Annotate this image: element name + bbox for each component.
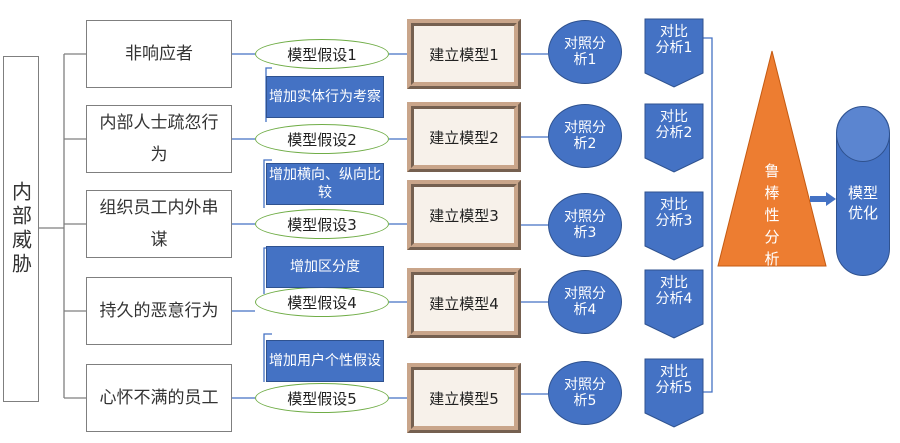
comparison-analysis-1: 对比分析1 bbox=[644, 18, 704, 88]
hypothesis-1: 模型假设1 bbox=[255, 39, 389, 69]
hypothesis-5: 模型假设5 bbox=[255, 383, 389, 413]
pentagon-shape bbox=[644, 358, 704, 428]
category-collusion: 组织员工内外串谋 bbox=[86, 190, 232, 258]
pentagon-shape bbox=[644, 269, 704, 339]
control-analysis-3: 对照分析3 bbox=[548, 193, 622, 257]
category-non-responder: 非响应者 bbox=[86, 20, 232, 88]
build-model-3: 建立模型3 bbox=[407, 180, 521, 250]
improvement-user-personality: 增加用户个性假设 bbox=[266, 340, 384, 382]
arrow-right-icon bbox=[810, 192, 836, 206]
hypothesis-3: 模型假设3 bbox=[255, 209, 389, 239]
comparison-analysis-5: 对比分析5 bbox=[644, 358, 704, 428]
pentagon-shape bbox=[644, 103, 704, 173]
model-optimization: 模型优化 bbox=[836, 106, 890, 276]
pentagon-shape bbox=[644, 191, 704, 261]
build-model-4: 建立模型4 bbox=[407, 268, 521, 338]
category-persistent-malice: 持久的恶意行为 bbox=[86, 277, 232, 345]
build-model-2: 建立模型2 bbox=[407, 102, 521, 172]
improvement-horizontal-vertical: 增加横向、纵向比较 bbox=[266, 163, 384, 205]
build-model-1: 建立模型1 bbox=[407, 19, 521, 89]
robustness-analysis: 鲁棒性分析 bbox=[716, 50, 828, 268]
improvement-discrimination: 增加区分度 bbox=[266, 246, 384, 288]
pentagon-shape bbox=[644, 18, 704, 88]
control-analysis-5: 对照分析5 bbox=[548, 361, 622, 425]
improvement-entity-behavior: 增加实体行为考察 bbox=[266, 76, 384, 118]
hypothesis-4: 模型假设4 bbox=[255, 287, 389, 317]
comparison-analysis-2: 对比分析2 bbox=[644, 103, 704, 173]
root-label: 内部威胁 bbox=[8, 181, 33, 277]
comparison-analysis-4: 对比分析4 bbox=[644, 269, 704, 339]
category-disgruntled-employee: 心怀不满的员工 bbox=[86, 364, 232, 432]
control-analysis-4: 对照分析4 bbox=[548, 270, 622, 334]
hypothesis-2: 模型假设2 bbox=[255, 124, 389, 154]
triangle-shape bbox=[717, 50, 827, 267]
root-insider-threat: 内部威胁 bbox=[3, 56, 39, 402]
comparison-analysis-3: 对比分析3 bbox=[644, 191, 704, 261]
category-insider-negligence: 内部人士疏忽行为 bbox=[86, 105, 232, 173]
cylinder-cap bbox=[837, 107, 889, 162]
build-model-5: 建立模型5 bbox=[407, 363, 521, 433]
control-analysis-2: 对照分析2 bbox=[548, 104, 622, 168]
control-analysis-1: 对照分析1 bbox=[548, 20, 622, 84]
